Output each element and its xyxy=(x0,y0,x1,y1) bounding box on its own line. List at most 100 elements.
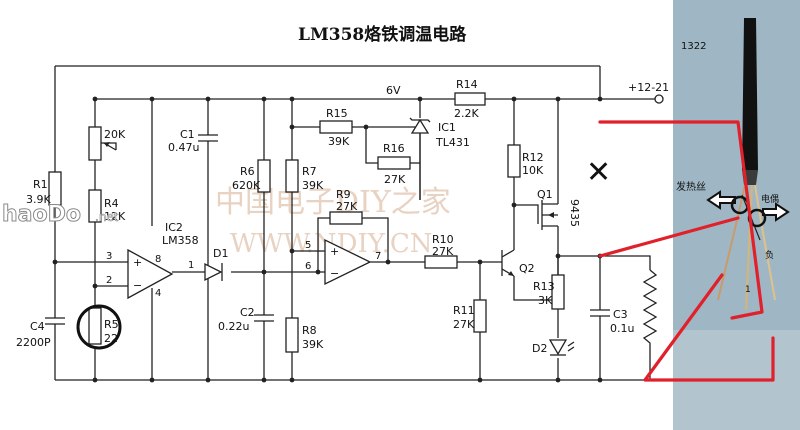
red-line-top xyxy=(598,120,764,320)
c2-value: 0.22u xyxy=(218,320,249,333)
r11-value: 27K xyxy=(453,318,475,331)
r16-value: 27K xyxy=(384,173,406,186)
cross-mark-icon: ✕ xyxy=(586,155,611,190)
q1-label: Q1 xyxy=(537,188,553,201)
ic2-minus: − xyxy=(133,279,142,292)
soldering-iron-photo: 1322 发热丝 电偶 负 1 xyxy=(673,0,800,430)
c4-label: C4 xyxy=(30,320,45,333)
r8-value: 39K xyxy=(302,338,324,351)
resistor-r7: R7 39K xyxy=(285,159,324,193)
ic1-part: TL431 xyxy=(435,136,470,149)
q1-part: 9435 xyxy=(568,199,581,227)
capacitor-c1: C1 0.47u xyxy=(168,128,218,154)
ic2-part: LM358 xyxy=(162,234,199,247)
ic2b-pin5: 5 xyxy=(305,240,311,251)
transistor-q2: Q2 xyxy=(501,249,535,277)
supply-terminal: +12-21 xyxy=(628,81,669,104)
r12-value: 10K xyxy=(522,164,544,177)
resistor-r8: R8 39K xyxy=(285,317,324,353)
red-line-bottom xyxy=(643,273,775,382)
r6-label: R6 xyxy=(240,165,255,178)
resistor-r13: R13 3K xyxy=(533,274,565,310)
c4-value: 2200P xyxy=(16,336,51,349)
ic1-label: IC1 xyxy=(438,121,456,134)
c3-label: C3 xyxy=(613,308,628,321)
resistor-r5: R5 22 xyxy=(76,304,122,350)
opamp-ic2: + − 3 2 8 4 1 IC2 LM358 xyxy=(106,221,199,300)
heater-wire-label: 发热丝 xyxy=(676,180,706,193)
pot-value: 20K xyxy=(104,128,126,141)
ic2-label: IC2 xyxy=(165,221,183,234)
potentiometer-20k: 20K xyxy=(88,126,126,161)
resistor-r11: R11 27K xyxy=(453,299,487,333)
regulator-ic1: IC1 TL431 xyxy=(409,117,470,149)
r9-label: R9 xyxy=(336,188,351,201)
ic2-plus: + xyxy=(133,256,142,269)
c2-label: C2 xyxy=(240,306,255,319)
opamp-ic2b: + − 5 6 7 xyxy=(305,238,381,286)
ic2-pin3: 3 xyxy=(106,251,112,262)
capacitor-c3: C3 0.1u xyxy=(590,308,634,335)
r10-label: R10 xyxy=(432,233,454,246)
r7-value: 39K xyxy=(302,179,324,192)
resistor-r10: R10 27K xyxy=(424,233,458,269)
q2-label: Q2 xyxy=(519,262,535,275)
red-annotations xyxy=(598,120,775,382)
ic2b-pin6: 6 xyxy=(305,261,311,272)
iron-shaft xyxy=(742,18,758,170)
rail-6v-label: 6V xyxy=(386,84,401,97)
r5-highlight-circle xyxy=(76,304,122,350)
resistor-r6: R6 620K xyxy=(232,159,271,193)
r1-label: R1 xyxy=(33,178,48,191)
capacitor-c4: C4 2200P xyxy=(16,317,65,349)
ic2b-minus: − xyxy=(330,267,339,280)
ic2-pin4: 4 xyxy=(155,288,161,299)
ic2-pin8: 8 xyxy=(155,254,161,265)
logo-text: haoDo xyxy=(2,202,81,227)
thermocouple-label: 电偶 xyxy=(761,193,779,205)
r13-value: 3K xyxy=(538,294,553,307)
r16-label: R16 xyxy=(383,142,405,155)
resistor-r16: R16 27K xyxy=(377,142,411,186)
c1-value: 0.47u xyxy=(168,141,199,154)
d2-label: D2 xyxy=(532,342,547,355)
resistor-r14: R14 2.2K xyxy=(454,78,486,120)
r4-label: R4 xyxy=(104,197,119,210)
resistor-r4: R4 12K xyxy=(88,189,126,223)
resistor-r15: R15 39K xyxy=(319,107,353,148)
c1-label: C1 xyxy=(180,128,195,141)
r14-label: R14 xyxy=(456,78,478,91)
resistor-r1: R1 3.9K xyxy=(26,171,62,206)
resistor-r9: R9 27K xyxy=(329,188,363,225)
r15-label: R15 xyxy=(326,107,348,120)
ic2b-plus: + xyxy=(330,245,339,258)
r8-label: R8 xyxy=(302,324,317,337)
supply-input-label: +12-21 xyxy=(628,81,669,94)
r11-label: R11 xyxy=(453,304,475,317)
diode-d1: D1 xyxy=(204,247,228,282)
ic2-pin2: 2 xyxy=(106,275,112,286)
junction-dots xyxy=(52,96,603,383)
photo-number: 1322 xyxy=(681,41,706,52)
r9-value: 27K xyxy=(336,200,358,213)
logo-suffix: .net xyxy=(95,210,119,224)
r7-label: R7 xyxy=(302,165,317,178)
transistor-q1: Q1 9435 xyxy=(532,188,581,230)
ic2-pin1: 1 xyxy=(188,260,194,271)
r12-label: R12 xyxy=(522,151,544,164)
led-d2: D2 xyxy=(532,339,575,356)
r6-value: 620K xyxy=(232,179,261,192)
r4-value: 12K xyxy=(104,210,126,223)
negative-label: 负 xyxy=(765,249,774,261)
lead-one-label: 1 xyxy=(745,285,751,295)
heater-element xyxy=(642,269,658,355)
r10-value: 27K xyxy=(432,245,454,258)
red-line-mid xyxy=(598,216,740,258)
c3-value: 0.1u xyxy=(610,322,634,335)
r13-label: R13 xyxy=(533,280,555,293)
resistor-r12: R12 10K xyxy=(507,144,544,178)
r15-value: 39K xyxy=(328,135,350,148)
diagram-title: LM358烙铁调温电路 xyxy=(298,24,467,45)
r1-value: 3.9K xyxy=(26,193,51,206)
